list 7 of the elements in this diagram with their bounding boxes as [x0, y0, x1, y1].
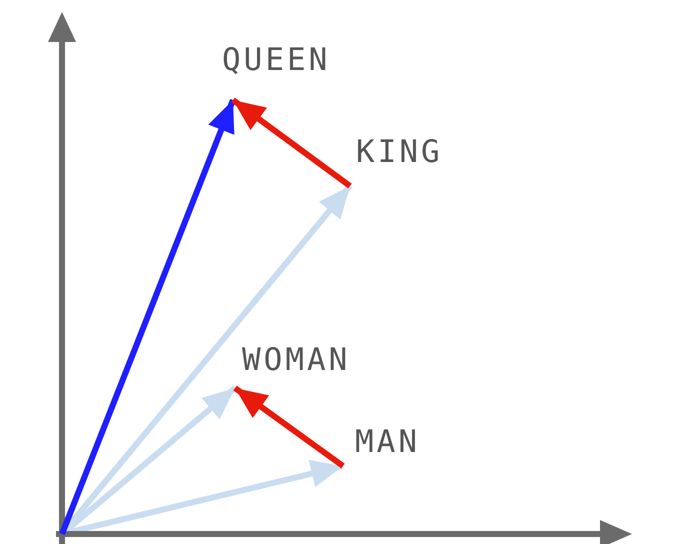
vector-word-label: QUEEN — [222, 42, 330, 78]
vector-arrow — [231, 98, 352, 188]
vector-word-label: MAN — [355, 424, 420, 460]
vector-arrow — [233, 386, 345, 468]
vector-arrow — [59, 98, 236, 536]
vector-word-label: KING — [356, 134, 443, 170]
vector-word-label: WOMAN — [242, 342, 350, 378]
